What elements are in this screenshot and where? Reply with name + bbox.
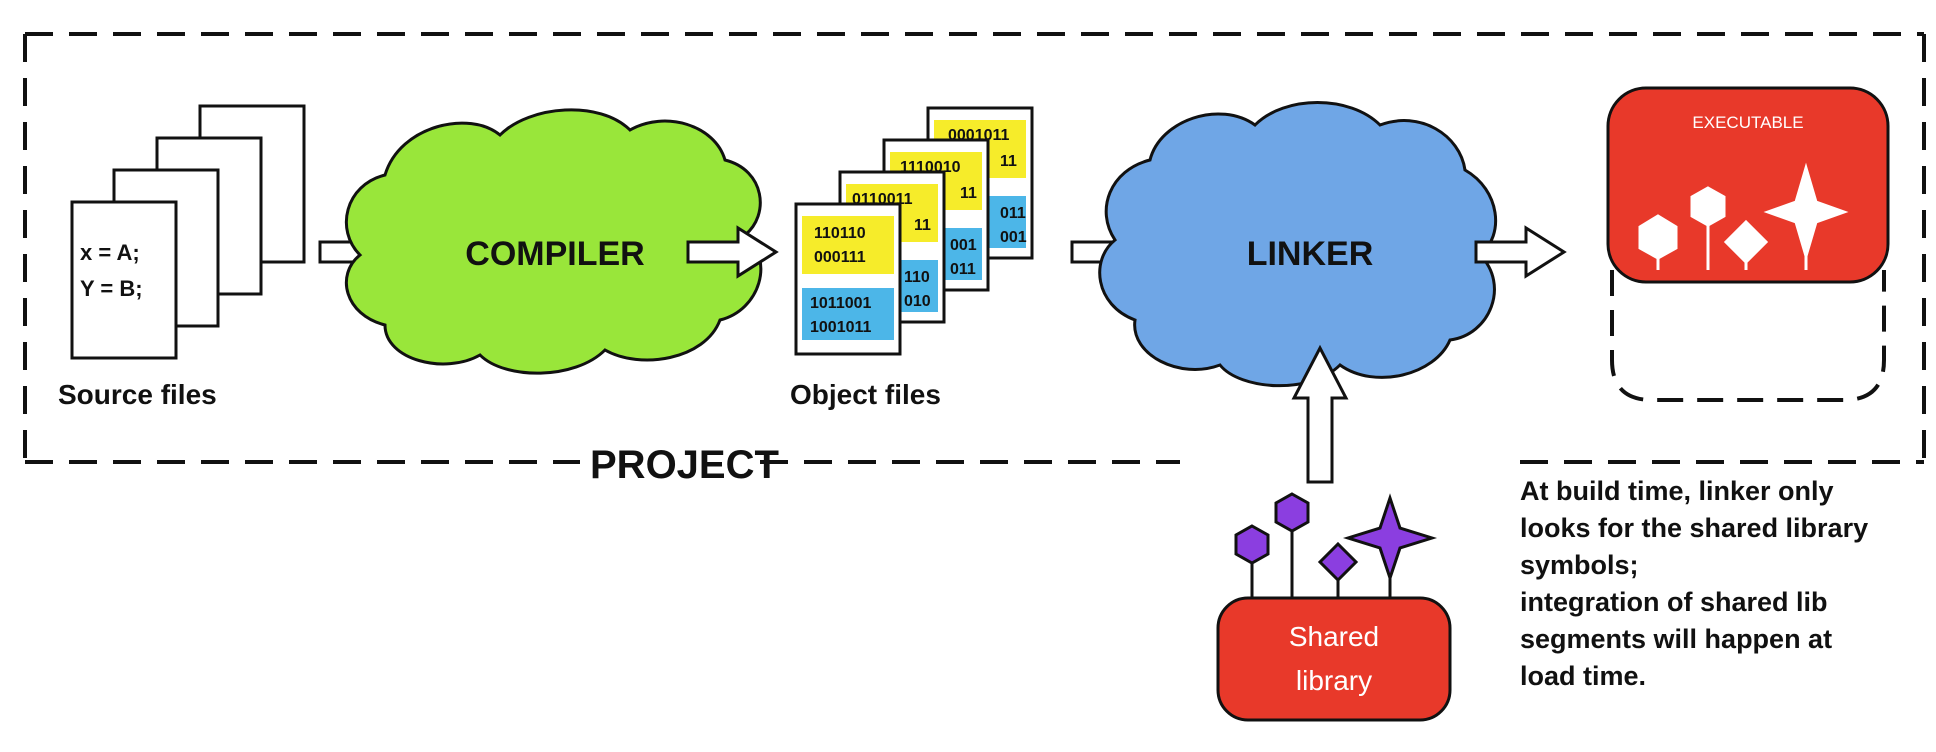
source-code-line-2: Y = B;	[80, 276, 143, 301]
object-back-blue-1: 011	[1000, 205, 1026, 222]
project-label: PROJECT	[590, 443, 779, 487]
object-back-blue-2: 001	[1000, 229, 1027, 246]
object-second-blue-1: 110	[904, 269, 930, 286]
object-back-yellow-2: 11	[1000, 153, 1017, 170]
compiler-label: COMPILER	[465, 235, 644, 273]
note-line-3: symbols;	[1520, 550, 1639, 580]
executable-symbols	[1638, 162, 1849, 270]
object-second-blue-2: 010	[904, 293, 931, 310]
object-front-yellow-1: 110110	[814, 225, 866, 242]
shared-library-line-1: Shared	[1289, 621, 1379, 652]
object-third-yellow-2: 11	[960, 185, 977, 202]
object-files-caption: Object files	[790, 379, 941, 410]
object-second-yellow-2: 11	[914, 217, 931, 234]
arrow-compiler-to-objects	[686, 225, 779, 279]
shared-library-block: Shared library	[1216, 492, 1452, 722]
object-third-blue-2: 011	[950, 261, 976, 278]
project-boundary	[23, 32, 1926, 464]
executable-block: EXECUTABLE	[1606, 86, 1890, 402]
note-line-4: integration of shared lib	[1520, 587, 1828, 617]
shared-library-line-2: library	[1296, 665, 1372, 696]
compiler-cloud	[344, 108, 763, 375]
arrow-linker-to-executable	[1474, 225, 1567, 279]
note-line-5: segments will happen at	[1520, 624, 1832, 654]
arrow-library-to-linker	[1291, 344, 1349, 484]
object-front-yellow-2: 000111	[814, 249, 866, 266]
object-file-front: 110110 000111 1011001 1001011	[794, 202, 902, 356]
object-front-blue-2: 1001011	[810, 319, 872, 336]
source-code-line-1: x = A;	[80, 240, 140, 265]
note-line-1: At build time, linker only	[1520, 476, 1834, 506]
shared-library-symbols	[1234, 492, 1438, 612]
build-time-note: At build time, linker only looks for the…	[1520, 476, 1868, 691]
source-files-caption: Source files	[58, 379, 217, 410]
source-files-stack	[70, 104, 306, 360]
object-third-blue-1: 001	[950, 237, 977, 254]
note-line-6: load time.	[1520, 661, 1646, 691]
linker-label: LINKER	[1247, 235, 1374, 273]
linker-cloud	[1098, 101, 1497, 388]
object-front-blue-1: 1011001	[810, 295, 872, 312]
executable-dashed-outline	[1610, 270, 1886, 402]
executable-label: EXECUTABLE	[1692, 113, 1803, 132]
note-line-2: looks for the shared library	[1520, 513, 1868, 543]
